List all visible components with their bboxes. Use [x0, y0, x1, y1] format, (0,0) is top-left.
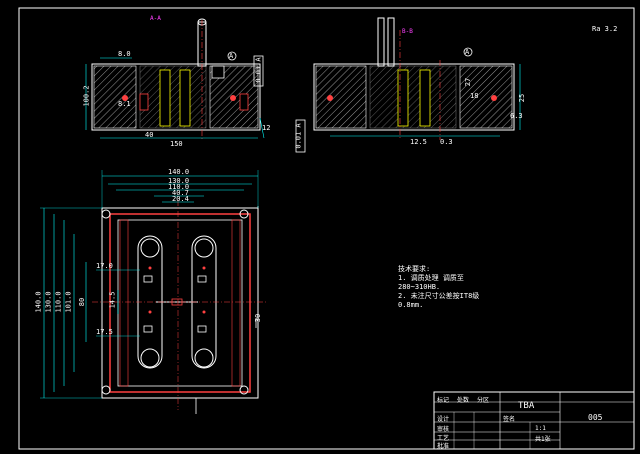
- tolerance-tr: 0.01 A: [294, 123, 303, 149]
- plan-height-1: 130.0: [44, 291, 53, 313]
- dim-tl-4: 8.1: [118, 100, 131, 108]
- title-block: [433, 391, 635, 450]
- plan-height-2: 110.0: [54, 291, 63, 313]
- section-view-left: [85, 18, 265, 140]
- title-drawing-no: 005: [588, 413, 603, 422]
- plan-height-3: 101.0: [64, 291, 73, 313]
- dim-tl-0: 100.2: [82, 85, 91, 107]
- title-row-label: 审核: [437, 426, 450, 433]
- plan-inner-2: 14.5: [108, 291, 117, 309]
- title-col-label: 标记: [437, 397, 450, 404]
- plan-inner-0: 17.0: [96, 262, 113, 270]
- plan-width-2: 110.0: [168, 183, 190, 191]
- plan-inner-3: 30: [254, 313, 263, 323]
- dim-tl-2: 8.0: [118, 50, 131, 58]
- dim-tr-4: 0.3: [440, 138, 453, 146]
- plan-width-1: 130.0: [168, 177, 190, 185]
- plan-width-3: 40.7: [172, 189, 189, 197]
- title-part-name: TBA: [518, 401, 535, 411]
- dim-tl-3: 40: [145, 131, 154, 139]
- plan-height-4: 80: [78, 297, 87, 307]
- datum-tl: A: [229, 52, 234, 60]
- title-col-label: 签名: [503, 416, 516, 423]
- tech-notes-line: 2. 未注尺寸公差按IT8级: [398, 292, 480, 300]
- dim-tr-3: 12.5: [410, 138, 427, 146]
- dim-tr-5: 6.3: [510, 112, 523, 120]
- tech-notes-line: 280~310HB.: [398, 283, 441, 291]
- tolerance-tl: 0.01 A: [254, 57, 263, 83]
- dim-tr-0: 25: [518, 93, 527, 103]
- title-row-label: 工艺: [437, 435, 450, 442]
- section-label-left: A-A: [150, 15, 161, 22]
- title-col-label: 处数: [457, 397, 470, 404]
- title-row-label: 批准: [437, 443, 450, 450]
- title-sheet: 共1张: [535, 436, 551, 443]
- section-view-right: [295, 17, 521, 153]
- roughness-mark: Ra 3.2: [592, 25, 618, 33]
- datum-tr: A: [465, 48, 470, 56]
- dim-tl-5: 12: [262, 124, 271, 132]
- tech-notes-heading: 技术要求:: [398, 265, 431, 273]
- sheet-border: [18, 7, 635, 450]
- plan-inner-1: 17.5: [96, 328, 113, 336]
- plan-width-0: 140.0: [168, 168, 190, 176]
- title-scale: 1:1: [535, 425, 546, 432]
- tech-notes: 技术要求: 1. 调质处理 调质至 280~310HB. 2. 未注尺寸公差按I…: [398, 265, 479, 310]
- dim-tl-1: 150: [170, 140, 183, 148]
- title-row-label: 设计: [437, 416, 450, 423]
- plan-view: [40, 170, 268, 414]
- plan-height-0: 140.0: [34, 291, 43, 313]
- dim-tr-1: 27: [464, 77, 473, 87]
- tech-notes-line: 0.8mm.: [398, 301, 424, 309]
- plan-width-4: 20.4: [172, 195, 189, 203]
- title-col-label: 分区: [477, 397, 490, 404]
- section-label-right: B-B: [402, 28, 413, 35]
- dim-tr-2: 18: [470, 92, 479, 100]
- tech-notes-line: 1. 调质处理 调质至: [398, 274, 464, 282]
